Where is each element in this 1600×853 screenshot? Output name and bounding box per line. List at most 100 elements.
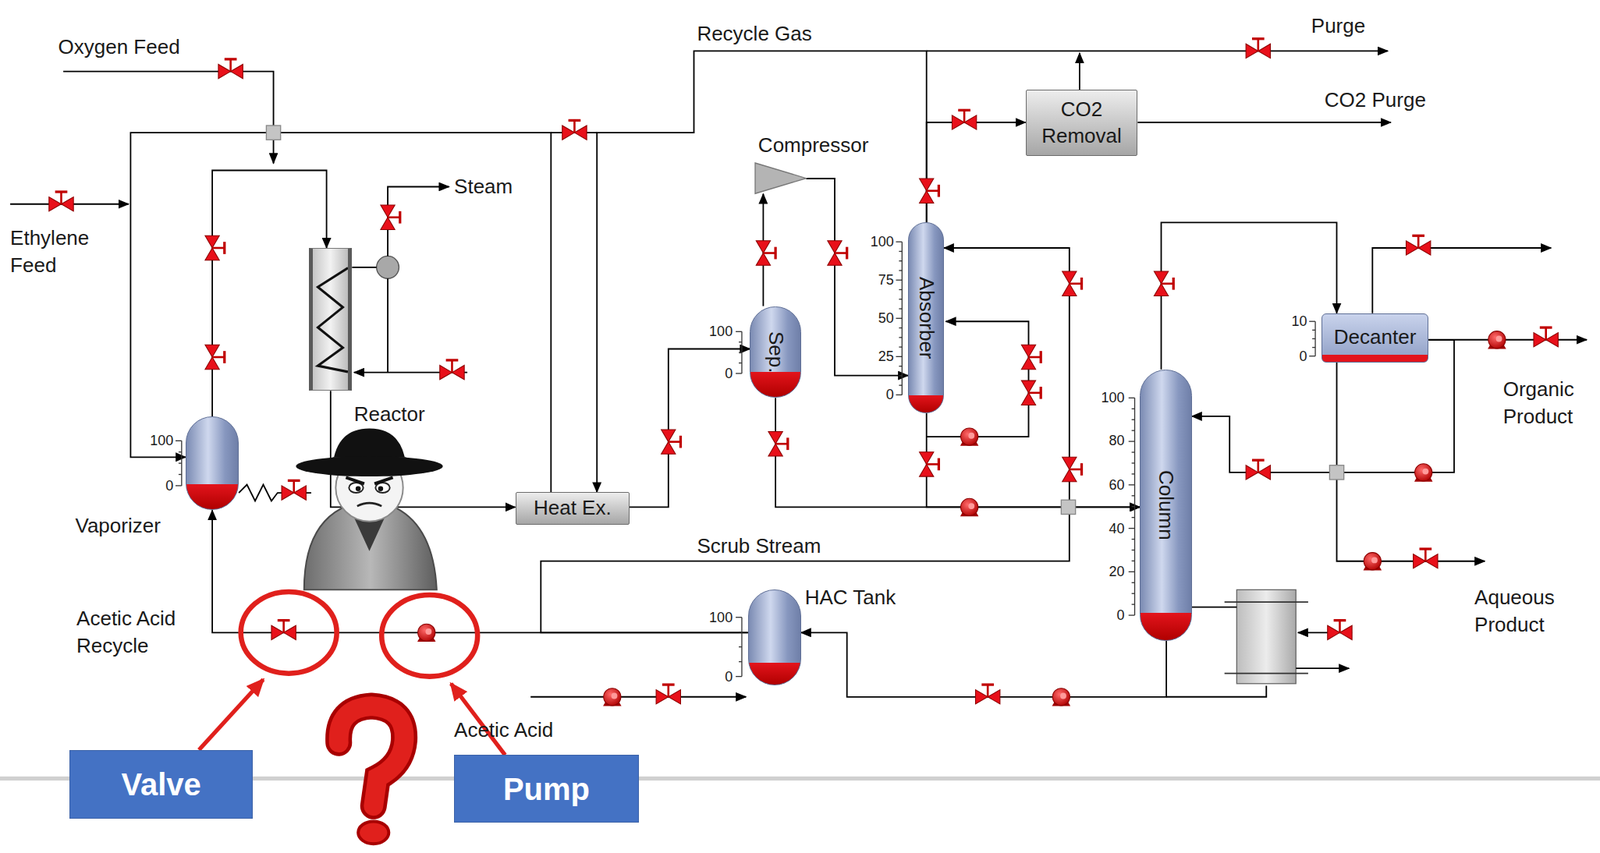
stream-label: CO2 Purge <box>1324 86 1427 114</box>
scale-number: 0 <box>1299 349 1308 364</box>
valve-symbol <box>919 178 940 203</box>
process-stream <box>212 510 749 633</box>
scale-tick <box>1131 462 1136 464</box>
pipe-line <box>1372 248 1551 314</box>
separator-vessel: Sep. <box>749 306 801 399</box>
scale-tick <box>1131 539 1136 540</box>
scale-tick <box>1312 338 1316 340</box>
pipe-line <box>1428 339 1587 341</box>
coil-stroke <box>318 268 349 373</box>
scale-tick <box>898 337 902 338</box>
highlight-circle <box>241 592 338 675</box>
scale-tick <box>1128 440 1136 442</box>
scale-tick <box>898 251 902 252</box>
scale-number: 100 <box>709 324 733 339</box>
pump-symbol <box>1487 331 1507 350</box>
stream-label: Steam <box>454 173 513 201</box>
scale-number: 40 <box>1108 521 1125 536</box>
co2-removal-unit: CO2 Removal <box>1025 89 1139 157</box>
scale-tick <box>738 661 742 663</box>
scale-tick <box>735 372 742 374</box>
spy-figure <box>295 429 443 591</box>
hac-tank: HAC Tank <box>748 589 802 686</box>
unit-name: Heat Ex. <box>533 495 612 522</box>
absorber-column: Absorber <box>908 222 944 414</box>
stream-label: Acetic Acid <box>454 716 554 745</box>
pump-symbol <box>960 428 980 447</box>
stream-label: Oxygen Feed <box>58 33 181 61</box>
pump-symbol <box>1052 688 1072 707</box>
valve-symbol <box>1405 235 1430 256</box>
scale-tick <box>1128 528 1136 529</box>
scale-number: 100 <box>1100 390 1125 405</box>
drawing-part <box>355 486 362 493</box>
mixer-junction <box>266 125 281 140</box>
compressor-shape <box>755 163 806 194</box>
scale-tick <box>738 351 742 353</box>
drawing-part <box>1236 589 1296 684</box>
reactor-coil <box>312 248 348 391</box>
compressor-triangle <box>755 163 806 194</box>
valve-symbol <box>49 191 74 212</box>
scale-number: 20 <box>1108 564 1125 579</box>
scale-tick <box>895 318 902 320</box>
decanter-vessel: Decanter <box>1321 313 1429 363</box>
drawing-part <box>49 39 1559 707</box>
scale-tick <box>1131 549 1136 551</box>
callout-text: Pump <box>503 769 590 810</box>
scale-number: 0 <box>1116 608 1125 623</box>
stream-label: Ethylene Feed <box>10 224 112 280</box>
pipe-line <box>351 266 377 269</box>
scale-tick <box>1309 321 1316 323</box>
valve-symbol <box>919 452 940 477</box>
scale-tick <box>738 362 742 364</box>
scale-number: 10 <box>1291 314 1308 329</box>
valve-symbol <box>1245 460 1271 480</box>
reactor-vessel: Reactor <box>308 248 352 391</box>
scale-tick <box>895 280 902 281</box>
valve-symbol <box>951 109 976 130</box>
pump-symbol <box>417 624 437 643</box>
scale-tick <box>1131 473 1136 475</box>
valve-symbol <box>1021 380 1041 405</box>
drawing-part <box>1224 601 1309 604</box>
stream-label: Aqueous Product <box>1474 584 1592 639</box>
scale-number: 0 <box>724 366 733 381</box>
scale-tick <box>1128 484 1136 486</box>
scale-tick <box>898 260 902 262</box>
scale-tick <box>1131 451 1136 453</box>
drawing-part <box>357 503 382 507</box>
stream-label: Scrub Stream <box>696 532 821 561</box>
scale-tick <box>178 451 182 453</box>
valve-symbol <box>755 241 776 266</box>
scale-number: 80 <box>1108 433 1125 448</box>
scale-tick <box>895 241 902 242</box>
callout-box: Valve <box>69 750 253 820</box>
valve-symbol <box>1021 344 1041 369</box>
compressor-symbol: Compressor <box>755 163 806 194</box>
scale-tick <box>735 617 742 618</box>
valve-symbol <box>205 344 225 369</box>
pipe-line <box>1295 667 1349 670</box>
valve-symbol <box>1413 549 1438 569</box>
scale-tick <box>735 331 742 333</box>
scale-tick <box>1131 582 1136 584</box>
scale-tick <box>735 676 742 678</box>
scale-number: 100 <box>870 234 895 249</box>
unit-name: Column <box>1152 470 1180 541</box>
unit-name: HAC Tank <box>805 585 897 612</box>
stream-label: Organic Product <box>1503 376 1596 431</box>
valve-symbol <box>1533 327 1558 348</box>
scale-tick <box>1131 408 1136 410</box>
process-stream <box>1161 222 1338 369</box>
process-stream <box>926 122 1026 223</box>
scale-tick <box>898 385 902 387</box>
valve-symbol <box>1062 271 1083 296</box>
scale-tick <box>898 269 902 271</box>
scale-tick <box>738 631 742 633</box>
process-stream <box>801 632 1167 698</box>
valve-symbol <box>975 684 1000 705</box>
pipe-line <box>386 278 389 373</box>
